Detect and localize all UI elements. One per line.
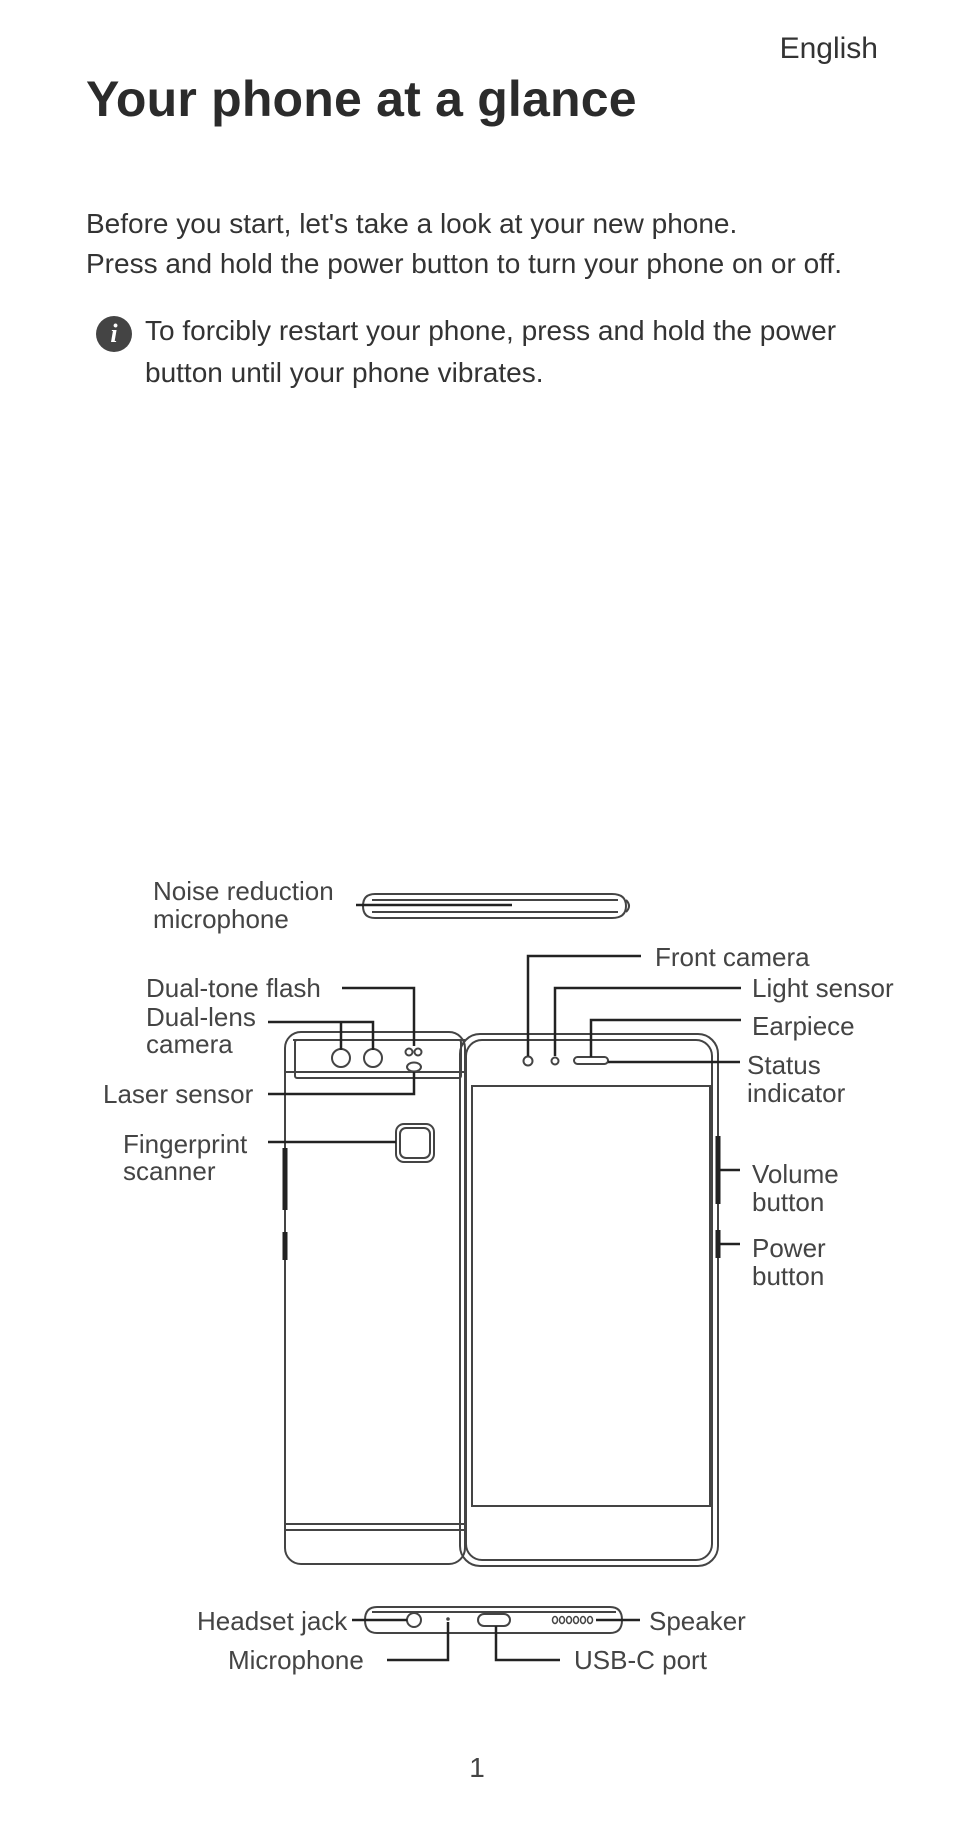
language-label: English [779, 32, 878, 65]
callout-labels: Noise reduction microphone Dual-tone fla… [103, 876, 894, 1675]
info-icon: i [96, 316, 132, 352]
usb-c-port-shape [477, 1613, 511, 1627]
front-camera-dot [522, 1055, 534, 1067]
label-earpiece: Earpiece [752, 1011, 855, 1041]
note-line-1: To forcibly restart your phone, press an… [145, 315, 837, 346]
headset-jack-port [406, 1612, 422, 1628]
label-fingerprint-1: Fingerprint [123, 1129, 248, 1159]
earpiece-slot [573, 1056, 609, 1065]
label-fingerprint-2: scanner [123, 1156, 216, 1186]
note-line-2: button until your phone vibrates. [145, 357, 544, 388]
label-usb-c: USB-C port [574, 1645, 708, 1675]
label-status-2: indicator [747, 1078, 846, 1108]
label-dual-lens-1: Dual-lens [146, 1002, 256, 1032]
phone-top-view [361, 893, 630, 919]
label-volume-2: button [752, 1187, 824, 1217]
label-noise-mic-1: Noise reduction [153, 876, 334, 906]
label-power-2: button [752, 1261, 824, 1291]
note-text: To forcibly restart your phone, press an… [145, 310, 885, 394]
label-laser-sensor: Laser sensor [103, 1079, 254, 1109]
label-microphone: Microphone [228, 1645, 364, 1675]
label-status-1: Status [747, 1050, 821, 1080]
phone-screen [471, 1085, 711, 1507]
phone-front [459, 1033, 721, 1567]
label-front-camera: Front camera [655, 942, 810, 972]
label-speaker: Speaker [649, 1606, 746, 1636]
intro-text: Before you start, let's take a look at y… [86, 204, 842, 284]
rear-camera-left [331, 1048, 351, 1068]
leader-lines [268, 903, 741, 1662]
rear-camera-right [363, 1048, 383, 1068]
intro-line-2: Press and hold the power button to turn … [86, 248, 842, 279]
flash-led-1 [404, 1047, 414, 1057]
label-noise-mic-2: microphone [153, 904, 289, 934]
flash-led-2 [413, 1047, 423, 1057]
phone-back [282, 1031, 466, 1565]
label-volume-1: Volume [752, 1159, 839, 1189]
laser-sensor [406, 1061, 422, 1073]
label-dual-tone-flash: Dual-tone flash [146, 973, 321, 1003]
microphone-hole [446, 1617, 450, 1621]
label-dual-lens-2: camera [146, 1029, 233, 1059]
phone-bottom-view [363, 1606, 624, 1634]
page-number: 1 [469, 1752, 485, 1783]
speaker-grille [551, 1615, 594, 1625]
label-headset-jack: Headset jack [197, 1606, 348, 1636]
intro-line-1: Before you start, let's take a look at y… [86, 208, 738, 239]
light-sensor-dot [550, 1056, 560, 1066]
page-title: Your phone at a glance [86, 71, 637, 127]
label-power-1: Power [752, 1233, 826, 1263]
label-light-sensor: Light sensor [752, 973, 894, 1003]
